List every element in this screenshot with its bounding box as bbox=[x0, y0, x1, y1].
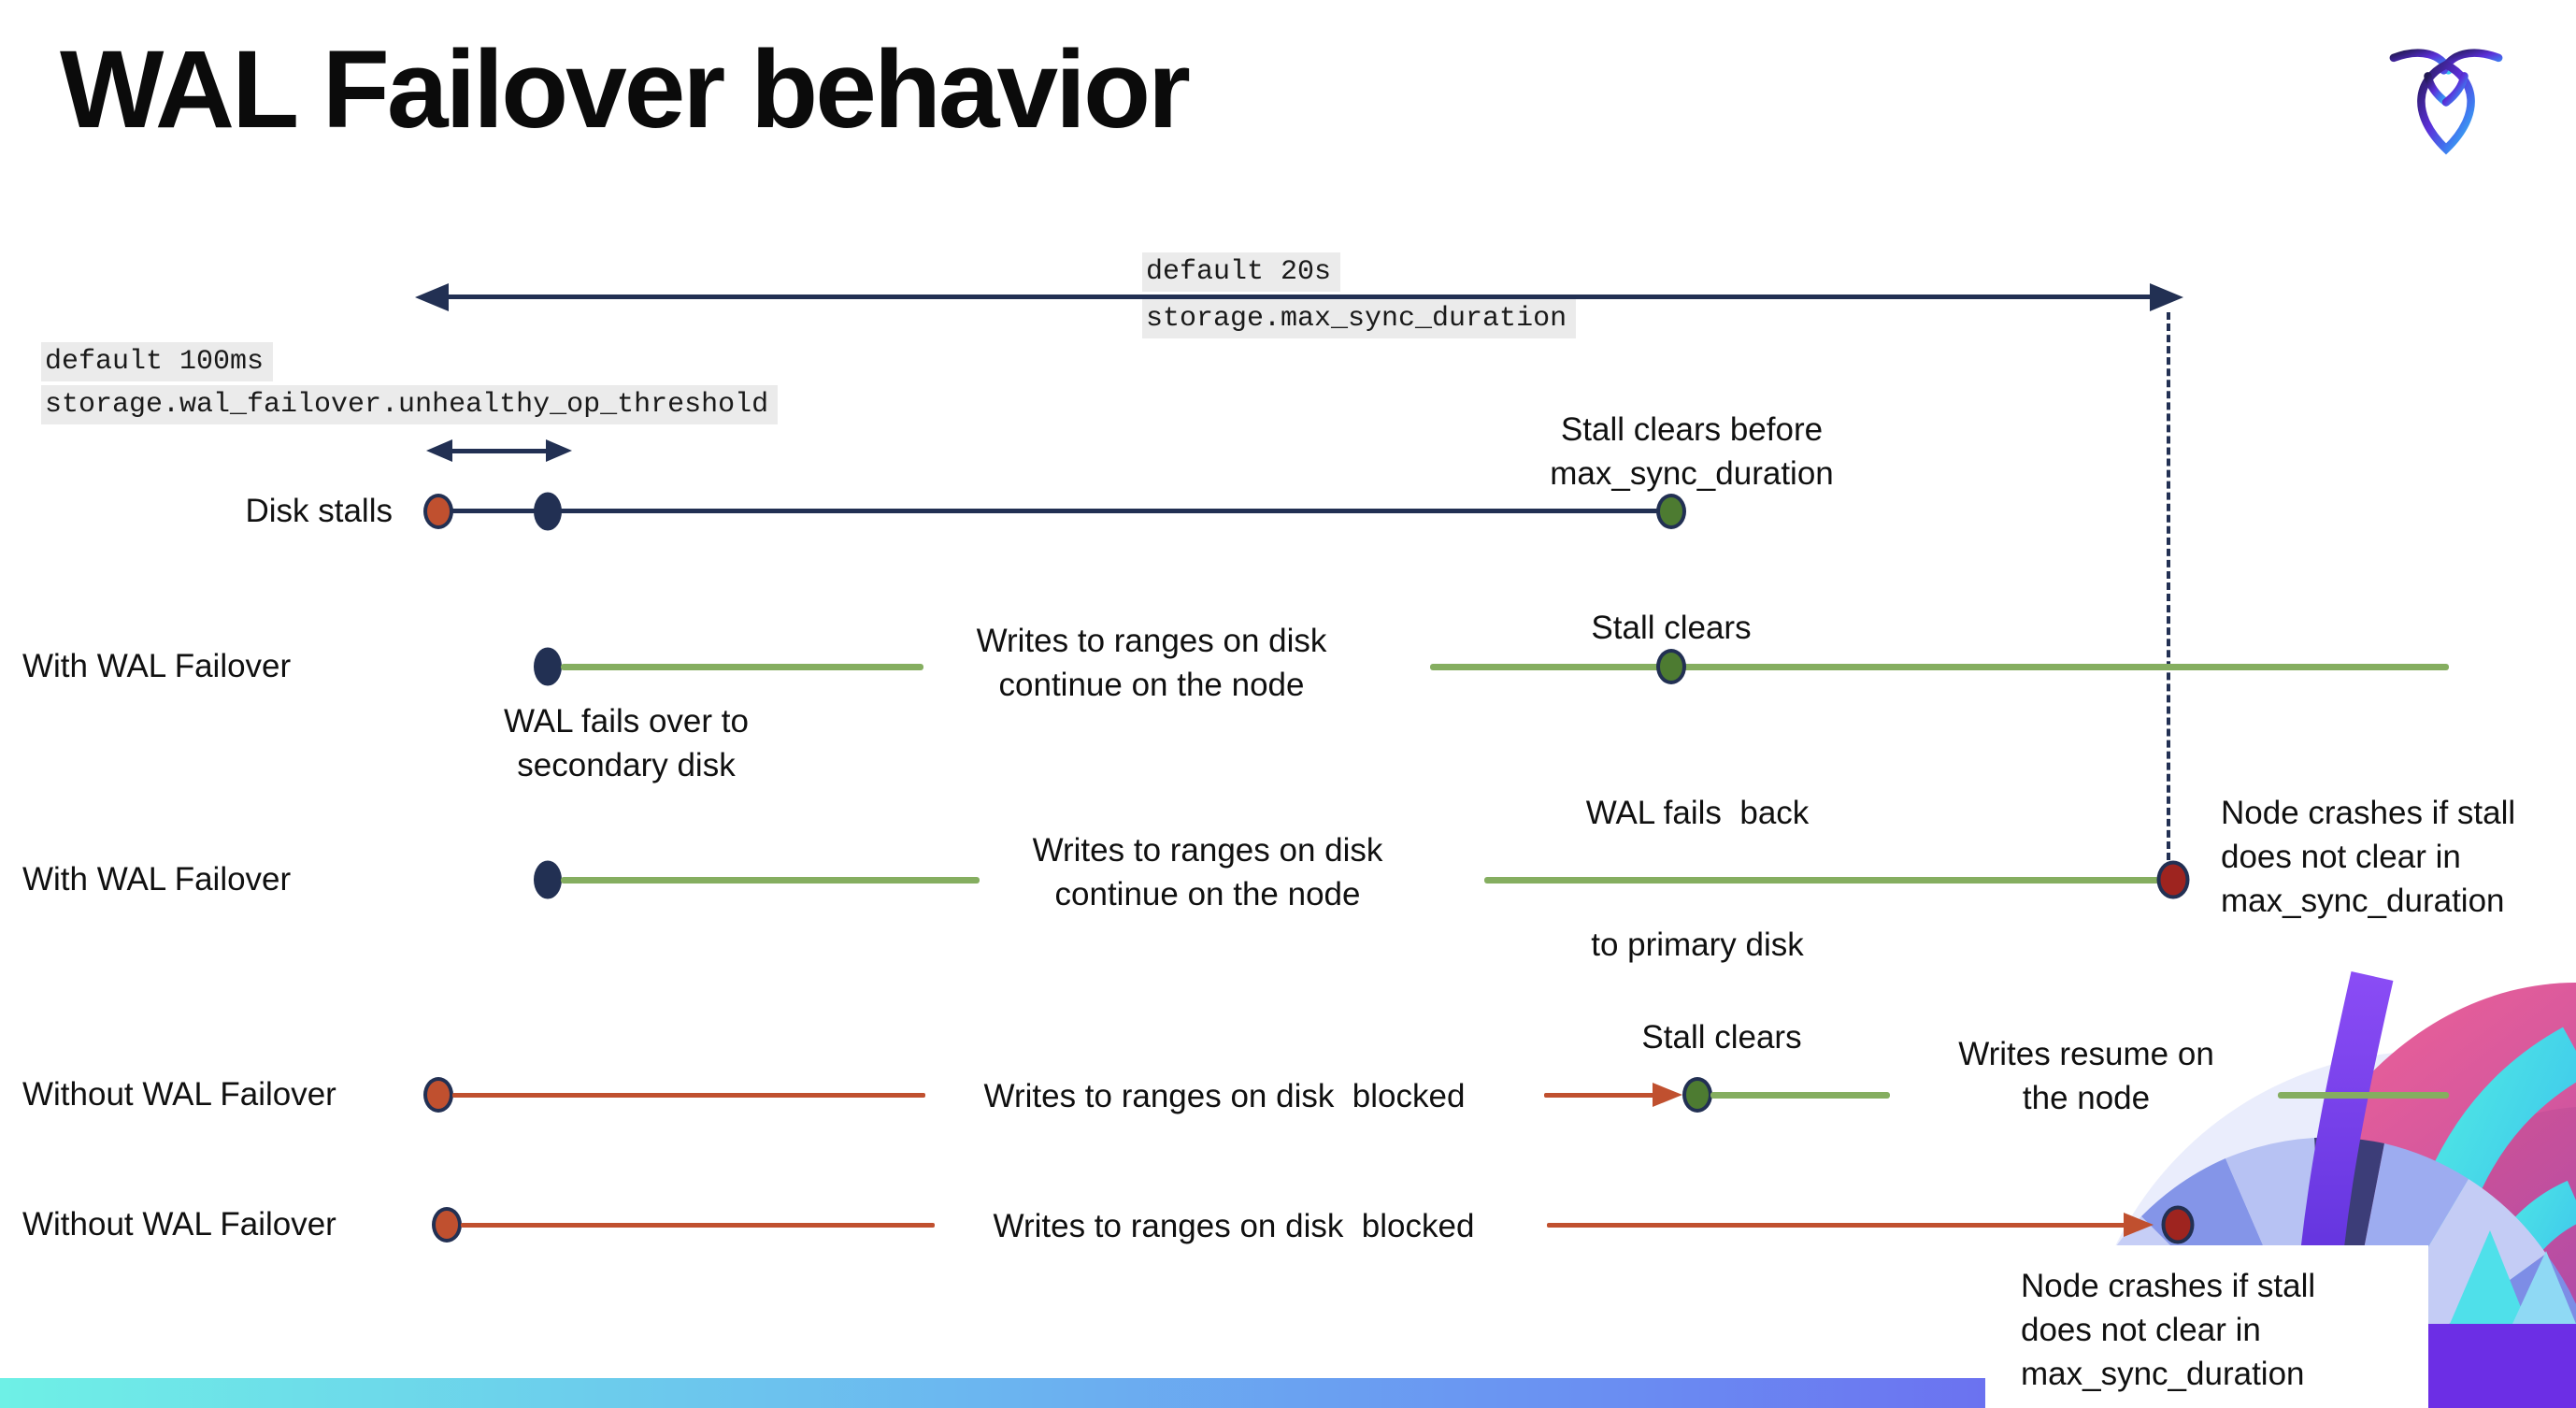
stall-start-dot bbox=[423, 494, 453, 529]
writes-blocked-line-1a bbox=[452, 1093, 925, 1098]
stall-start-dot-3 bbox=[432, 1207, 462, 1243]
unhealthy-op-threshold-label: default 100ms storage.wal_failover.unhea… bbox=[41, 342, 779, 428]
row-label-without-wal-failover-1: Without WAL Failover bbox=[22, 1076, 336, 1113]
page-title: WAL Failover behavior bbox=[60, 28, 1191, 151]
max-sync-duration-label: default 20s storage.max_sync_duration bbox=[1142, 252, 1577, 342]
node-crashes-note-1: Node crashes if stall does not clear in … bbox=[2221, 795, 2516, 919]
red-arrowhead-icon-2 bbox=[2124, 1213, 2154, 1237]
node-crashes-callout-box: Node crashes if stall does not clear in … bbox=[1985, 1245, 2428, 1408]
threshold-arrowhead-right-icon bbox=[546, 439, 572, 462]
threshold-arrowhead-left-icon bbox=[426, 439, 452, 462]
writes-continue-line-1b bbox=[1430, 664, 2449, 670]
writes-continue-note-2: Writes to ranges on disk continue on the… bbox=[1032, 832, 1383, 912]
threshold-span-line bbox=[447, 449, 551, 453]
node-crash-dot-1 bbox=[2156, 860, 2190, 899]
max-sync-duration-dashed-guide bbox=[2167, 312, 2170, 860]
arrowhead-right-icon bbox=[2150, 283, 2183, 311]
writes-resume-line-b bbox=[2278, 1092, 2449, 1099]
writes-blocked-note-2: Writes to ranges on disk blocked bbox=[993, 1208, 1475, 1244]
wal-fails-back-note: WAL fails back to primary disk bbox=[1585, 795, 1810, 963]
writes-blocked-note-1: Writes to ranges on disk blocked bbox=[983, 1078, 1466, 1114]
node-crashes-note-2: Node crashes if stall does not clear in … bbox=[2021, 1268, 2316, 1392]
writes-resume-note: Writes resume on the node bbox=[1958, 1036, 2214, 1116]
max-sync-default-value: default 20s bbox=[1142, 252, 1341, 292]
stall-clears-before-note: Stall clears before max_sync_duration bbox=[1550, 411, 1834, 492]
arrowhead-left-icon bbox=[415, 283, 449, 311]
writes-blocked-line-1b bbox=[1544, 1093, 1658, 1098]
red-arrowhead-icon-1 bbox=[1653, 1083, 1682, 1107]
writes-continue-line-2b bbox=[1484, 877, 2159, 884]
cockroachdb-logo-icon bbox=[2389, 49, 2503, 155]
unhealthy-op-setting-name: storage.wal_failover.unhealthy_op_thresh… bbox=[41, 385, 779, 424]
fail-back-dot bbox=[1656, 649, 1686, 684]
writes-continue-note-1: Writes to ranges on disk continue on the… bbox=[976, 623, 1327, 703]
threshold-dot bbox=[534, 492, 562, 531]
failover-dot-1 bbox=[534, 647, 562, 686]
row-label-with-wal-failover-1: With WAL Failover bbox=[22, 648, 292, 684]
stall-clears-note-1: Stall clears bbox=[1591, 610, 1752, 646]
writes-resume-line-a bbox=[1710, 1092, 1890, 1099]
failover-dot-2 bbox=[534, 860, 562, 899]
max-sync-duration-span-line bbox=[439, 295, 2157, 299]
row-label-without-wal-failover-2: Without WAL Failover bbox=[22, 1206, 336, 1243]
node-crash-dot-2 bbox=[2161, 1205, 2195, 1244]
disk-stalls-timeline bbox=[451, 509, 1671, 513]
max-sync-setting-name: storage.max_sync_duration bbox=[1142, 299, 1577, 338]
writes-continue-line-1a bbox=[561, 664, 923, 670]
writes-blocked-line-2a bbox=[461, 1223, 935, 1228]
row-label-with-wal-failover-2: With WAL Failover bbox=[22, 861, 292, 898]
wal-fails-over-note: WAL fails over to secondary disk bbox=[504, 703, 749, 783]
stall-clear-dot bbox=[1656, 494, 1686, 529]
writes-blocked-line-2b bbox=[1547, 1223, 2129, 1228]
stall-start-dot-2 bbox=[423, 1077, 453, 1113]
stall-clears-note-2: Stall clears bbox=[1641, 1019, 1802, 1056]
writes-continue-line-2a bbox=[561, 877, 980, 884]
row-label-disk-stalls: Disk stalls bbox=[245, 493, 393, 529]
unhealthy-op-default-value: default 100ms bbox=[41, 342, 274, 381]
stall-clear-dot-2 bbox=[1682, 1077, 1712, 1113]
